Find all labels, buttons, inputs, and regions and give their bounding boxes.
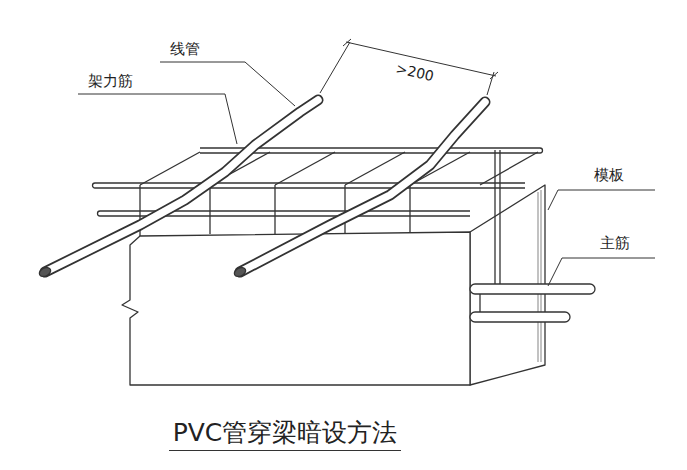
figure-caption: PVC管穿梁暗设方法 [169,418,402,451]
leader-line [78,62,655,286]
part-label: 主筋 [600,234,630,252]
dimension-text: >200 [394,60,435,85]
part-label: 线管 [170,40,200,58]
part-label: 模板 [594,166,624,184]
formwork-hatch [538,190,541,362]
beam-face [122,232,470,385]
part-label: 架力筋 [88,72,133,90]
conduit-pipe [38,100,485,278]
dimension-line [320,39,498,95]
main-bar [470,284,595,322]
